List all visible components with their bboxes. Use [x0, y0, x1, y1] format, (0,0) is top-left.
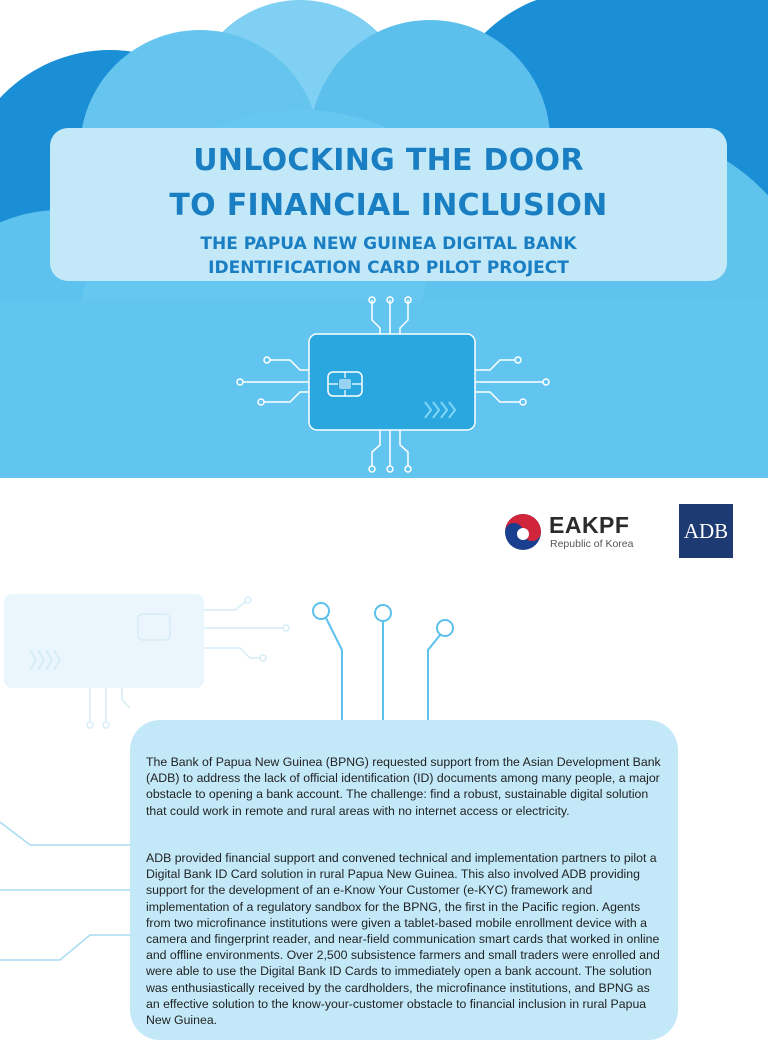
paragraph-solution: ADB provided financial support and conve…: [146, 851, 660, 1028]
card-icon: [308, 333, 476, 431]
subtitle-line-2: IDENTIFICATION CARD PILOT PROJECT: [208, 258, 569, 278]
title-panel: UNLOCKING THE DOOR TO FINANCIAL INCLUSIO…: [50, 128, 727, 281]
eakpf-logo: EAKPF Republic of Korea: [503, 509, 643, 553]
title-line-2: TO FINANCIAL INCLUSION: [169, 188, 608, 223]
summary-panel: The Bank of Papua New Guinea (BPNG) requ…: [130, 720, 678, 1040]
title-line-1: UNLOCKING THE DOOR: [193, 143, 584, 178]
paragraph-challenge: The Bank of Papua New Guinea (BPNG) requ…: [146, 755, 661, 818]
hero-banner: UNLOCKING THE DOOR TO FINANCIAL INCLUSIO…: [0, 0, 768, 478]
page-subtitle: THE PAPUA NEW GUINEA DIGITAL BANK IDENTI…: [50, 232, 727, 280]
eakpf-name: EAKPF: [549, 512, 630, 538]
subtitle-line-1: THE PAPUA NEW GUINEA DIGITAL BANK: [200, 234, 577, 254]
page-title: UNLOCKING THE DOOR TO FINANCIAL INCLUSIO…: [50, 138, 727, 228]
eakpf-country: Republic of Korea: [550, 538, 634, 550]
circuit-decoration: [0, 594, 454, 961]
contactless-icon: [424, 401, 457, 419]
taegeuk-icon: [505, 514, 541, 550]
adb-logo: ADB: [679, 504, 733, 558]
